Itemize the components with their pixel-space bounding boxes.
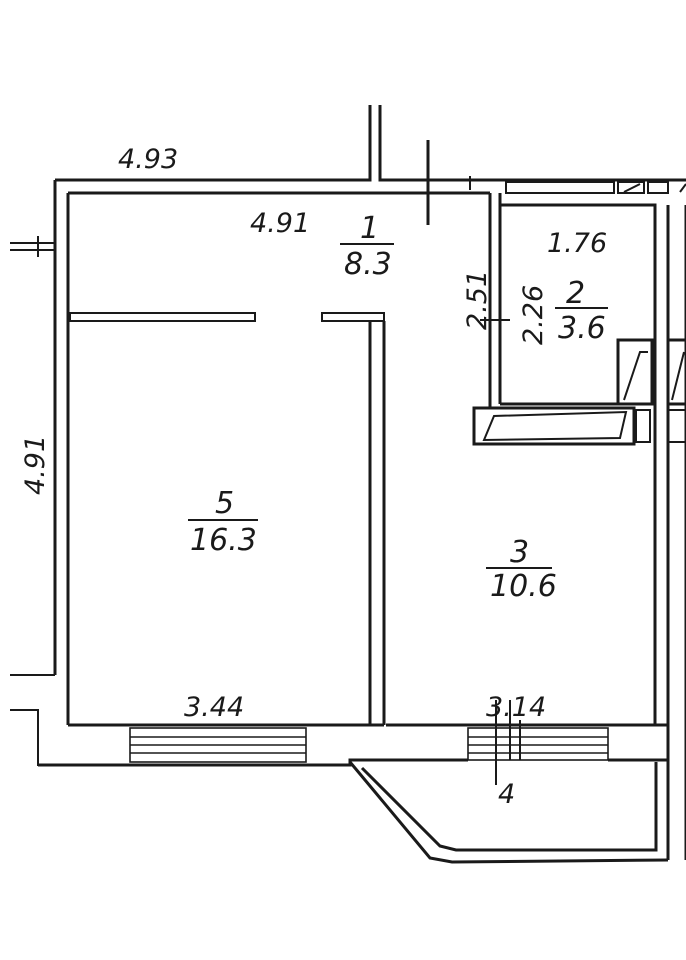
room-5-label: 5 16.3 bbox=[188, 486, 258, 558]
partition-5-3 bbox=[368, 321, 386, 727]
room5-top-wall-left bbox=[69, 312, 256, 322]
room-1-label: 1 8.3 bbox=[340, 211, 394, 282]
right-vertical-walls bbox=[653, 205, 686, 860]
room-1-area: 8.3 bbox=[344, 247, 392, 282]
room5-top-wall-right bbox=[321, 312, 385, 322]
dim-outer-top: 4.93 bbox=[118, 144, 178, 175]
dim-room5-width: 3.44 bbox=[184, 692, 244, 723]
dim-bath-width: 1.76 bbox=[547, 228, 607, 259]
room-3-area: 10.6 bbox=[490, 569, 557, 604]
outer-wall-left bbox=[53, 180, 70, 725]
kitchen-niche bbox=[472, 406, 686, 446]
outer-wall-bottom-mid bbox=[306, 758, 468, 767]
room-4-number: 4 bbox=[498, 779, 515, 810]
dim-outer-left: 4.91 bbox=[20, 435, 51, 495]
room-5-number: 5 bbox=[215, 486, 234, 521]
dim-room3-width: 3.14 bbox=[486, 692, 546, 723]
left-wall-stub-lower bbox=[10, 674, 130, 766]
window-room-3 bbox=[467, 727, 609, 761]
balcony bbox=[348, 700, 669, 864]
outer-wall-top-left bbox=[55, 105, 686, 182]
outer-wall-bottom bbox=[38, 723, 668, 767]
shaft-boxes bbox=[616, 338, 686, 406]
room-5-area: 16.3 bbox=[190, 523, 257, 558]
left-wall-stub bbox=[10, 236, 55, 257]
dim-hall-width: 4.91 bbox=[250, 208, 310, 239]
dim-bath-depth: 2.26 bbox=[518, 285, 549, 345]
dim-hall-depth: 2.51 bbox=[462, 270, 493, 330]
hall-right-wall bbox=[488, 193, 502, 408]
room-3-label: 3 10.6 bbox=[486, 535, 557, 604]
room-4-label: 4 bbox=[498, 779, 515, 810]
room-2-area: 3.6 bbox=[558, 311, 606, 346]
room-2-number: 2 bbox=[566, 276, 585, 311]
interior-walls bbox=[69, 140, 686, 860]
room-2-label: 2 3.6 bbox=[555, 276, 608, 346]
room-1-number: 1 bbox=[360, 211, 379, 246]
window-room-5 bbox=[129, 727, 307, 763]
outer-walls bbox=[10, 105, 686, 767]
room-3-number: 3 bbox=[510, 535, 529, 570]
top-right-vents bbox=[505, 181, 686, 194]
